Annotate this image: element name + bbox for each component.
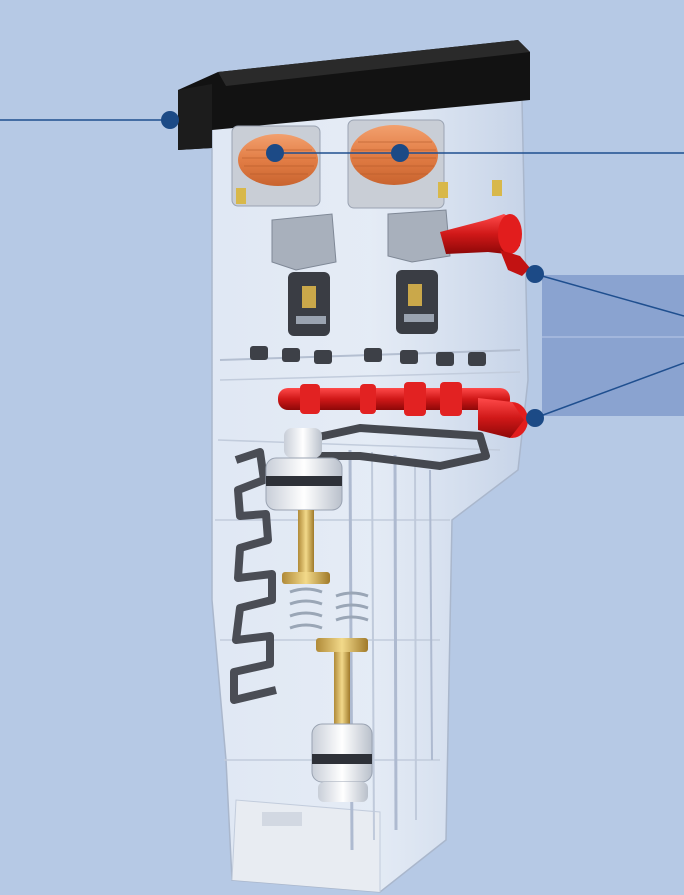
main-piston-upper [265, 428, 369, 630]
armatures [271, 209, 451, 336]
gasket-plate [310, 424, 490, 470]
leader-lines [0, 119, 684, 419]
housing-cover [178, 40, 530, 150]
manual-override [440, 214, 530, 276]
pilot-seals [250, 346, 486, 366]
callout-markers [161, 111, 544, 427]
serpentine-gasket [230, 448, 277, 704]
main-piston-lower [311, 638, 373, 802]
callout-pilot-spool-dot [526, 409, 544, 427]
highlight-panel [542, 275, 684, 416]
pilot-spool [278, 382, 528, 438]
callout-manual-override-dot [526, 265, 544, 283]
callout-housing-cover-dot [161, 111, 179, 129]
callout-coil-right-dot [391, 144, 409, 162]
callout-coil-left-dot [266, 144, 284, 162]
